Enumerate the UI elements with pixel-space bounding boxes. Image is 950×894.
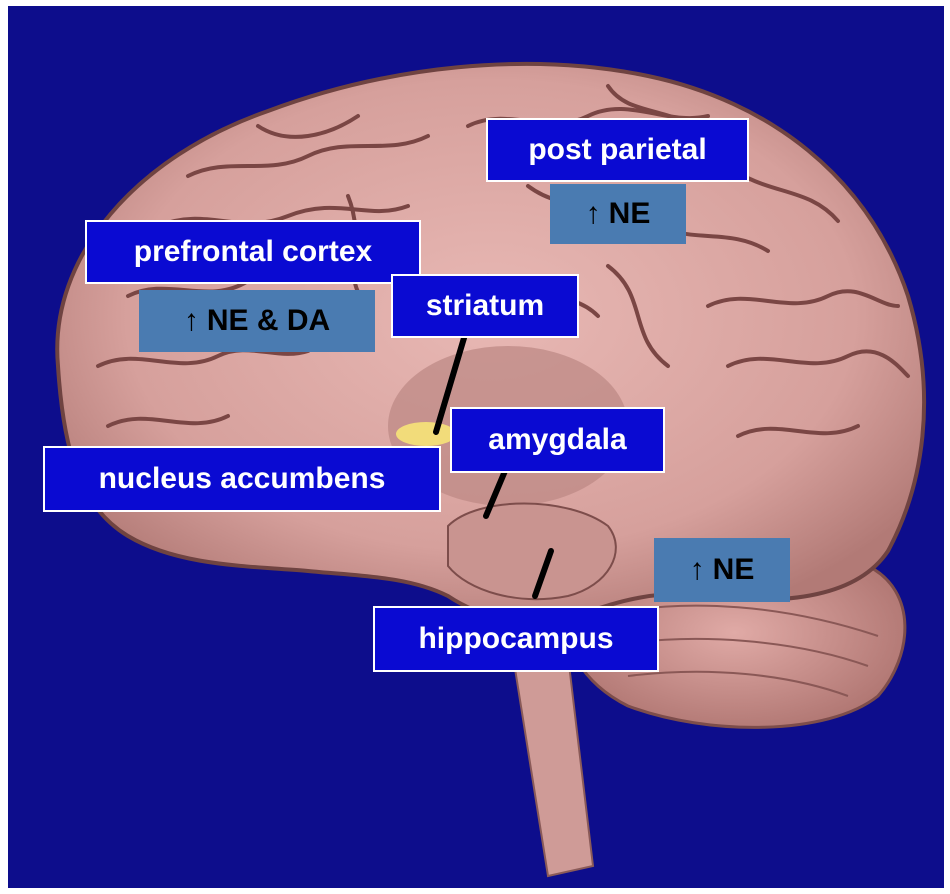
badge-post-parietal-ne: ↑ NE	[550, 184, 686, 244]
label-nucleus-accumbens: nucleus accumbens	[43, 446, 441, 512]
label-striatum: striatum	[391, 274, 579, 338]
badge-cerebellar-ne: ↑ NE	[654, 538, 790, 602]
hippocampus-region	[448, 504, 616, 600]
badge-text: NE	[713, 553, 755, 587]
brainstem	[513, 656, 593, 876]
badge-prefrontal-ne-da: ↑ NE & DA	[139, 290, 375, 352]
badge-text: NE & DA	[207, 304, 330, 338]
badge-text: NE	[609, 197, 651, 231]
up-arrow-icon: ↑	[690, 553, 705, 587]
up-arrow-icon: ↑	[184, 304, 199, 338]
up-arrow-icon: ↑	[586, 197, 601, 231]
label-prefrontal-cortex: prefrontal cortex	[85, 220, 421, 284]
accumbens-highlight	[396, 422, 456, 446]
label-amygdala: amygdala	[450, 407, 665, 473]
label-hippocampus: hippocampus	[373, 606, 659, 672]
label-post-parietal: post parietal	[486, 118, 749, 182]
diagram-panel: post parietal ↑ NE prefrontal cortex ↑ N…	[8, 6, 944, 888]
